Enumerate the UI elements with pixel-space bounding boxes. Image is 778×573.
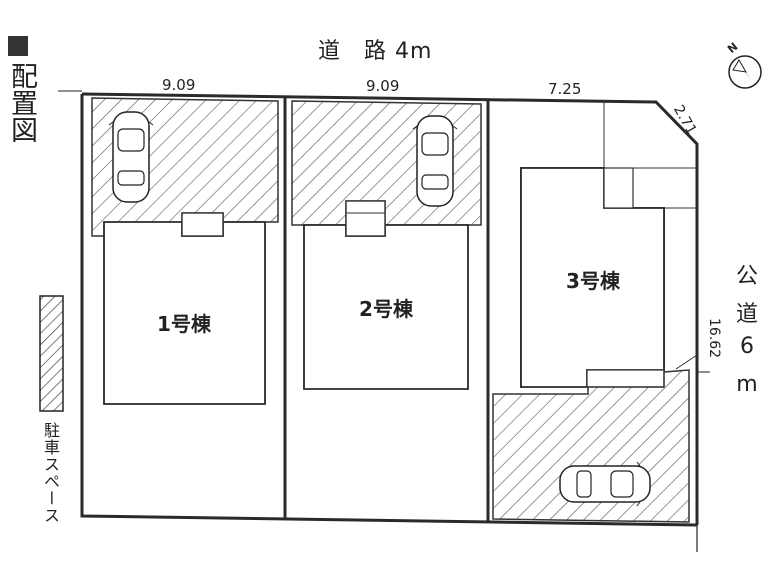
dim-lot1-front: 9.09	[162, 76, 195, 94]
east-road-label: 公 道 6 m	[732, 258, 762, 410]
east-road-char: 公	[735, 264, 758, 289]
east-road-char: 道	[735, 302, 758, 327]
car-icon	[559, 461, 651, 507]
dim-lot3-front: 7.25	[548, 80, 581, 98]
car-icon	[412, 115, 458, 207]
north-road-label: 道 路 4m	[318, 39, 432, 64]
parking-legend-label: 駐車スペース	[41, 422, 60, 524]
dim-east-side: 16.62	[706, 318, 722, 358]
east-road-char: m	[736, 372, 758, 397]
entrance-porch-3	[603, 167, 634, 209]
east-road-char: 6	[740, 334, 754, 359]
page-title: 配置図	[6, 62, 37, 143]
entrance-porch-2	[345, 200, 386, 237]
building-1-label: 1号棟	[157, 312, 212, 336]
site-boundary-north-east	[81, 92, 699, 525]
site-boundary-west-south	[80, 94, 698, 527]
parking-legend-swatch	[39, 295, 64, 412]
car-icon	[108, 111, 154, 203]
building-3-label: 3号棟	[566, 269, 621, 293]
dim-lot2-front: 9.09	[366, 77, 399, 95]
entrance-porch-1	[181, 212, 224, 237]
building-2-label: 2号棟	[359, 297, 414, 321]
title-marker	[8, 36, 28, 56]
north-arrow-icon: N	[725, 40, 762, 89]
north-label: N	[725, 40, 740, 56]
